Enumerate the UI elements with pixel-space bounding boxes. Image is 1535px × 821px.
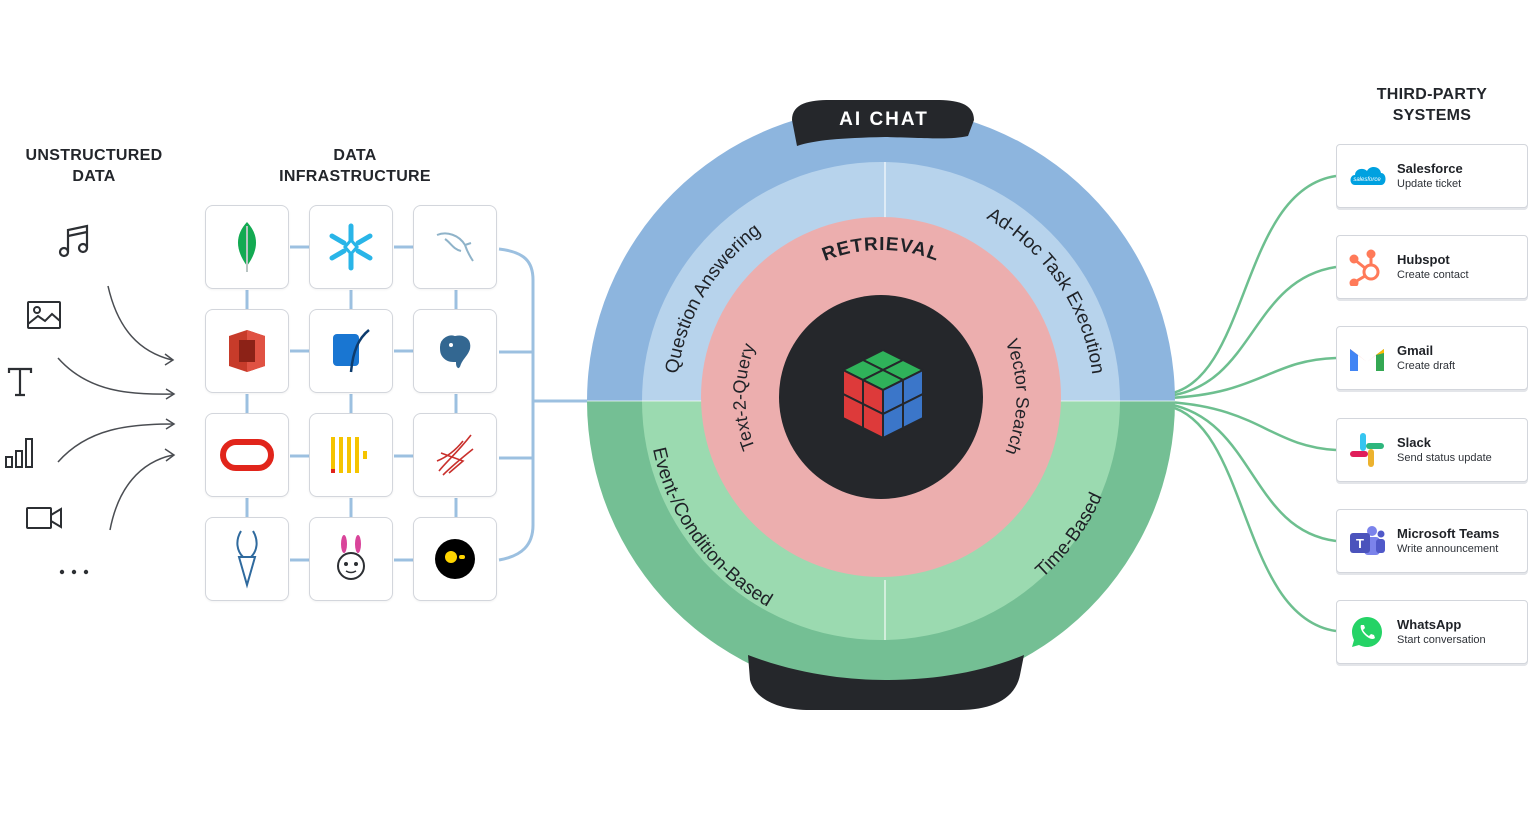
card-name: Gmail (1397, 342, 1434, 358)
card-name: Hubspot (1397, 251, 1450, 267)
card-action: Create draft (1397, 359, 1456, 372)
oracle-icon (220, 439, 274, 471)
text-icon (0, 362, 40, 402)
yellow-dot-icon (435, 539, 475, 579)
more-dots-icon (54, 552, 94, 592)
whatsapp-icon (1347, 612, 1387, 652)
bottom-tab (748, 655, 1024, 710)
data-infrastructure-heading: DATA INFRASTRUCTURE (265, 145, 445, 187)
arrow (57, 423, 174, 463)
bar-chart-icon (0, 432, 40, 472)
arrowhead (165, 418, 176, 430)
snowflake-tile[interactable] (309, 205, 393, 289)
salesforce-card[interactable]: salesforce Salesforce Update ticket (1336, 144, 1528, 208)
mongodb-leaf-icon (237, 222, 257, 272)
video-camera-icon (24, 498, 64, 538)
gmail-icon (1347, 338, 1387, 378)
arrow (57, 357, 174, 395)
hubspot-card[interactable]: Hubspot Create contact (1336, 235, 1528, 299)
card-name: Microsoft Teams (1397, 525, 1500, 541)
card-action: Send status update (1397, 451, 1492, 464)
slack-icon (1347, 430, 1387, 470)
postgresql-elephant-icon (437, 333, 473, 371)
card-name: WhatsApp (1397, 616, 1462, 632)
aws-s3-bucket-icon (229, 330, 265, 372)
card-action: Write announcement (1397, 542, 1499, 555)
clickhouse-icon (331, 437, 367, 473)
hubspot-icon (1347, 247, 1387, 287)
snowflake-icon (329, 223, 373, 271)
heading-line: THIRD-PARTY (1376, 86, 1488, 103)
clickhouse-tile[interactable] (309, 413, 393, 497)
ai-chat-tab (792, 100, 974, 146)
sqlite-feather-icon (333, 329, 370, 373)
arrowhead (164, 448, 176, 462)
heading-line: DATA (333, 147, 377, 164)
card-name: Slack (1397, 434, 1431, 450)
mysql-dolphin-icon (436, 232, 474, 262)
oracle-tile[interactable] (205, 413, 289, 497)
sql-server-icon (436, 434, 474, 476)
arrow (109, 454, 174, 531)
music-note-icon (54, 222, 94, 262)
antelope-tile[interactable] (205, 517, 289, 601)
heading-line: UNSTRUCTURED (25, 147, 163, 164)
sqlite-tile[interactable] (309, 309, 393, 393)
card-name: Salesforce (1397, 160, 1463, 176)
salesforce-icon: salesforce (1347, 156, 1387, 196)
arrow (107, 285, 173, 361)
heading-line: INFRASTRUCTURE (279, 168, 431, 185)
yellow-dot-tile[interactable] (413, 517, 497, 601)
svg-text:salesforce: salesforce (1353, 177, 1381, 183)
arrowhead (165, 388, 176, 400)
heading-line: SYSTEMS (1392, 107, 1472, 124)
image-icon (24, 295, 64, 335)
card-action: Create contact (1397, 268, 1469, 281)
ai-chat-label: AI CHAT (839, 109, 929, 130)
postgresql-tile[interactable] (413, 309, 497, 393)
bunny-robot-tile[interactable] (309, 517, 393, 601)
bunny-robot-icon (337, 535, 365, 580)
microsoft-teams-icon: T (1347, 521, 1387, 561)
aws-s3-tile[interactable] (205, 309, 289, 393)
sql-server-tile[interactable] (413, 413, 497, 497)
svg-text:T: T (1356, 536, 1364, 551)
heading-line: DATA (72, 168, 116, 185)
arrowhead (164, 353, 175, 366)
third-party-connectors (1167, 174, 1337, 633)
mysql-tile[interactable] (413, 205, 497, 289)
third-party-systems-heading: THIRD-PARTY SYSTEMS (1352, 84, 1512, 126)
slack-card[interactable]: Slack Send status update (1336, 418, 1528, 482)
ai-wheel: AI CHAT Question Answering Ad-Hoc Task E… (587, 100, 1175, 710)
gmail-card[interactable]: Gmail Create draft (1336, 326, 1528, 390)
card-action: Start conversation (1397, 633, 1486, 646)
infrastructure-grid-connectors (245, 245, 590, 562)
antelope-icon (236, 530, 258, 589)
whatsapp-card[interactable]: WhatsApp Start conversation (1336, 600, 1528, 664)
unstructured-data-heading: UNSTRUCTURED DATA (14, 145, 174, 187)
rubiks-cube-icon (842, 349, 924, 439)
microsoft-teams-card[interactable]: T Microsoft Teams Write announcement (1336, 509, 1528, 573)
unstructured-arrows (57, 285, 176, 531)
mongodb-tile[interactable] (205, 205, 289, 289)
card-action: Update ticket (1397, 177, 1462, 190)
